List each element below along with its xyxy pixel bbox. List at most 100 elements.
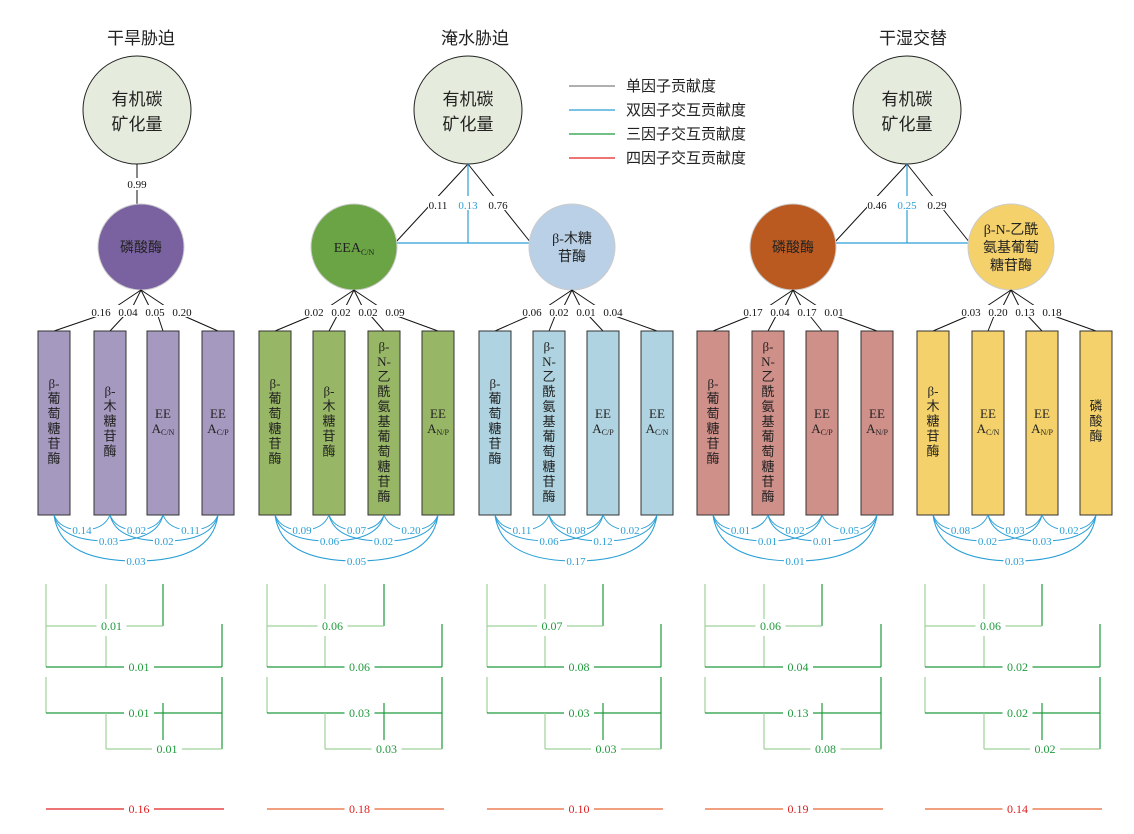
pair-value: 0.06 — [320, 536, 340, 548]
factor-box — [971, 330, 1005, 516]
factor-box-label: 酶 — [488, 451, 501, 466]
pair-value: 0.07 — [347, 525, 367, 537]
fan-link-value: 0.02 — [549, 307, 568, 319]
factor-box-label: 酶 — [268, 451, 281, 466]
pair-value: 0.06 — [539, 536, 559, 548]
factor-box — [367, 330, 401, 516]
fan-link — [274, 315, 312, 332]
factor-box-label: EE — [595, 406, 611, 421]
triple-value: 0.07 — [542, 619, 563, 633]
pair-value: 0.02 — [127, 525, 146, 537]
fan-link — [932, 315, 969, 332]
fan-link-value: 0.04 — [603, 307, 623, 319]
fan-link-value: 0.04 — [118, 307, 138, 319]
label-bg — [294, 305, 414, 317]
triple-value: 0.08 — [569, 660, 590, 674]
root-node-label: 有机碳 — [882, 90, 933, 109]
factor-box-label: 萄 — [488, 406, 501, 421]
factor-box-label: 基 — [377, 414, 390, 429]
factor-box — [312, 330, 346, 516]
factor-box-label: EE — [980, 406, 996, 421]
pair-value: 0.01 — [785, 556, 804, 568]
factor-box-label: 酶 — [1089, 429, 1102, 444]
label-bg — [81, 305, 201, 317]
label-bg — [811, 535, 834, 546]
enzyme-node-label: 磷酸酶 — [772, 240, 814, 256]
factor-box-label: 苷 — [322, 429, 335, 444]
fan-link-value: 0.18 — [1042, 307, 1062, 319]
pair-value: 0.01 — [813, 536, 832, 548]
label-bg — [124, 660, 154, 673]
factor-box-label: 木 — [926, 399, 939, 414]
label-bg — [124, 706, 154, 719]
legend-label: 单因子贡献度 — [626, 78, 716, 95]
factor-box-label: 氨 — [377, 399, 390, 414]
triple-value: 0.06 — [980, 619, 1001, 633]
label-bg — [344, 706, 375, 719]
label-bg — [564, 802, 594, 815]
factor-box-label: 萄 — [761, 444, 774, 459]
factor-box-label: 木 — [322, 399, 335, 414]
label-bg — [729, 524, 752, 535]
root-node-label: 矿化量 — [112, 115, 163, 134]
factor-box-label: 酶 — [926, 444, 939, 459]
factor-box-label: 萄 — [377, 444, 390, 459]
factor-box-label: EE — [1034, 406, 1050, 421]
factor-box-label: EE — [430, 406, 446, 421]
root-node-label: 有机碳 — [112, 90, 163, 109]
fan-link — [183, 315, 219, 332]
fan-link — [809, 315, 823, 332]
quad-value: 0.14 — [1007, 802, 1028, 816]
factor-box-label: β- — [379, 339, 390, 354]
factor-box-label: 酰 — [377, 384, 390, 399]
factor-box-label: β- — [763, 339, 774, 354]
label-bg — [538, 535, 560, 546]
pair-value: 0.05 — [347, 556, 367, 568]
label-bg — [591, 742, 621, 755]
label-bg — [565, 524, 587, 535]
label-bg — [783, 706, 813, 719]
factor-box-label: 苷 — [761, 474, 774, 489]
factor-box — [1025, 330, 1059, 516]
fan-link-value: 0.05 — [145, 307, 165, 319]
pair-value: 0.12 — [593, 536, 612, 548]
factor-box — [1079, 330, 1113, 516]
label-bg — [125, 555, 147, 566]
fan-link — [494, 315, 530, 332]
label-bg — [400, 524, 422, 535]
quad-value: 0.19 — [788, 802, 809, 816]
enzyme-node-label: β-木糖 — [552, 231, 592, 247]
factor-box-label: β- — [708, 376, 719, 391]
fan-link — [1027, 315, 1043, 332]
label-bg — [428, 196, 508, 210]
label-bg — [124, 802, 154, 815]
label-bg — [733, 305, 853, 317]
fan-link-value: 0.06 — [522, 307, 542, 319]
factor-box-label: β- — [544, 339, 555, 354]
label-bg — [318, 535, 341, 546]
factor-box-label: 苷 — [542, 474, 555, 489]
triple-value: 0.01 — [157, 742, 178, 756]
label-bg — [867, 196, 947, 210]
label-bg — [123, 178, 151, 190]
label-bg — [96, 619, 127, 632]
factor-box-label: 氨 — [542, 399, 555, 414]
factor-box — [805, 330, 839, 516]
enzyme-node-label: 氨基葡萄 — [983, 239, 1039, 256]
factor-box-label: 苷 — [268, 436, 281, 451]
pair-value: 0.02 — [374, 536, 393, 548]
fan-link — [548, 315, 556, 332]
label-bg — [564, 660, 594, 673]
label-bg — [1058, 524, 1080, 535]
factor-box — [201, 330, 235, 516]
factor-box — [258, 330, 292, 516]
triple-value: 0.02 — [1007, 706, 1028, 720]
triple-value: 0.01 — [129, 660, 150, 674]
label-bg — [756, 535, 779, 546]
